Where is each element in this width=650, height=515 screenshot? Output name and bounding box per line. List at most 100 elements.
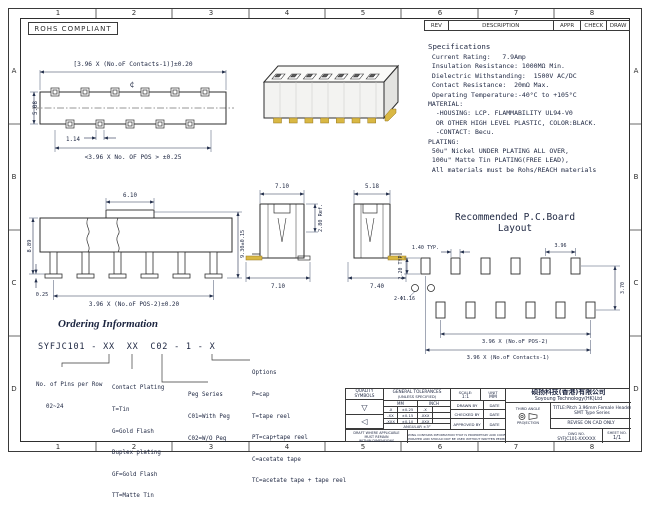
tol-row-digit-mm: .XX xyxy=(384,412,398,418)
ruler-col-top-3: 3 xyxy=(208,9,214,17)
isometric-view-drawing xyxy=(262,64,400,124)
pins-label: No. of Pins per Row xyxy=(36,382,103,389)
pcb-pads-top-row xyxy=(420,257,581,275)
ordering-leader-lines xyxy=(61,354,250,383)
ruler-col-bottom-6: 6 xyxy=(437,443,443,451)
company-name-en: Soyoung Technology(HK)Ltd xyxy=(534,396,603,402)
engineering-drawing-sheet: { "colors": {"pin_gold": "#d9b844", "lin… xyxy=(8,8,642,500)
dim-top-width: 5.18 xyxy=(365,184,379,190)
projection-cell: THIRD ANGLE PROJECTION xyxy=(506,403,551,429)
spec-line: PLATING: xyxy=(428,137,460,146)
ruler-col-bottom-7: 7 xyxy=(513,443,519,451)
peg-holes xyxy=(411,284,435,292)
dwg-no-value: SYFJC101-XXXXXX xyxy=(557,435,596,441)
scale-value: 1:1 xyxy=(461,394,470,400)
company-name-cn: 硕扬科技(香港)有限公司 xyxy=(531,389,606,396)
drawn-date-cell: DATE xyxy=(484,401,506,410)
ruler-row-left-d: D xyxy=(11,385,17,393)
peg-label: Peg Series xyxy=(188,392,223,399)
sheet-no-value: 1/1 xyxy=(612,435,622,441)
top-view-drawing: [3.96 X (No.oF Contacts-1)]±0.20 ₵ 5.08 … xyxy=(30,61,234,161)
dim-positions-span: <3.96 X No. OF POS > ±0.25 xyxy=(85,154,182,161)
pcb-pads-bottom-row xyxy=(435,301,596,319)
revise-note-cell: REVISE ON CAD ONLY xyxy=(551,419,631,429)
dim-ref-height: 2.80 Ref. xyxy=(318,204,324,232)
tol-row-digit-inch: .XXX xyxy=(418,412,433,418)
draft-note-cell: DRAFT WHERE APPLICABLE MUST REMAIN WITHI… xyxy=(346,429,408,443)
peg-option: C01=With Peg xyxy=(188,414,230,421)
projection-label-2: PROJECTION xyxy=(516,420,540,425)
ordering-title: Ordering Information xyxy=(58,318,158,330)
contact-slots xyxy=(271,73,380,80)
revision-table: REV DESCRIPTION APPR CHECK DRAW xyxy=(424,20,630,31)
dim-bottom-width: 7.40 xyxy=(370,284,384,290)
housing-3d-body xyxy=(262,64,400,120)
draft-note-2: MUST REMAIN xyxy=(364,434,389,439)
peg-option: C02=W/O Peg xyxy=(188,435,227,442)
spec-line: Contact Resistance: 20mΩ Max. xyxy=(428,81,550,90)
options-option: TC=acetate tape + tape reel xyxy=(252,478,347,485)
ruler-ticks xyxy=(8,8,642,452)
ruler-row-right-c: C xyxy=(633,279,639,287)
side-section-a-drawing: 7.10 2.80 Ref. 7.10 xyxy=(245,184,324,290)
ruler-row-right-a: A xyxy=(633,67,639,75)
ordering-plating-block: Contact Plating T=Tin G=Gold Flash Duple… xyxy=(112,371,164,515)
ruler-row-left-b: B xyxy=(11,173,17,181)
tolerance-angular: ANGULAR ±3° xyxy=(384,423,451,429)
title-block: QUALITY SYMBOLS ▽ ◁ GENERAL TOLERANCES (… xyxy=(345,388,631,443)
solder-pad-gold xyxy=(245,255,263,261)
tol-row-digit-inch: .X xyxy=(418,407,433,413)
options-option: C=acetate tape xyxy=(252,456,301,463)
plating-option: TT=Matte Tin xyxy=(112,493,154,500)
tol-row-value-mm: ±0.15 xyxy=(398,412,418,418)
dim-pad-width: 1.40 TYP. xyxy=(412,245,439,251)
dimension-lines xyxy=(405,250,617,352)
tolerances-header-1: GENERAL TOLERANCES xyxy=(392,389,442,394)
options-label: Options xyxy=(252,370,277,377)
spec-line: -HOUSING: LCP. FLAMMABILITY UL94-V0 xyxy=(428,109,573,118)
spec-line: Operating Temperature:-40°C to +105°C xyxy=(428,90,577,99)
dim-pad-pitch: 3.96 xyxy=(554,243,566,249)
checked-date-cell: DATE xyxy=(484,410,506,419)
spec-line: -CONTACT: Becu. xyxy=(428,128,495,137)
inspection-symbol-icon: ◁ xyxy=(361,417,368,426)
plating-option: G=Gold Flash xyxy=(112,428,154,435)
quality-symbols-header: QUALITY SYMBOLS xyxy=(346,389,384,400)
ruler-col-bottom-3: 3 xyxy=(208,443,214,451)
ordering-pins-block: No. of Pins per Row 02~24 xyxy=(36,368,102,426)
ordering-options-block: Options P=cap T=tape reel PT=cap+tape re… xyxy=(252,356,346,500)
rohs-label: ROHS COMPLIANT xyxy=(34,24,112,33)
approved-date-cell: DATE xyxy=(484,419,506,429)
dim-housing-depth: 5.08 xyxy=(33,101,39,115)
scale-label: SCALE: xyxy=(458,389,473,395)
housing-section-body xyxy=(353,203,402,259)
ordering-peg-block: Peg Series C01=With Peg C02=W/O Peg xyxy=(188,378,230,457)
dim-row-gap: 3.70 xyxy=(620,282,626,294)
dimension-lines xyxy=(31,200,240,298)
plating-option: GF=Gold Flash xyxy=(112,471,158,478)
dim-pad-height: 2.20 TYP. xyxy=(398,252,404,279)
company-cell: 硕扬科技(香港)有限公司 Soyoung Technology(HK)Ltd xyxy=(506,389,631,403)
rev-col-header: REV xyxy=(425,21,449,30)
approved-by-cell: APPROVED BY xyxy=(451,419,484,429)
side-section-b-drawing: 5.18 7.40 xyxy=(347,184,407,290)
sheet-inner-border xyxy=(20,18,630,442)
spec-line: MATERIAL: xyxy=(428,100,464,109)
tol-row-digit-mm: .X xyxy=(384,407,398,413)
specifications-title: Specifications xyxy=(428,42,491,51)
pcb-heading-line-2: Layout xyxy=(497,223,533,234)
draft-note-1: DRAFT WHERE APPLICABLE xyxy=(353,430,400,435)
quality-symbol-cell-1: ▽ xyxy=(346,400,384,415)
projection-label-1: THIRD ANGLE xyxy=(515,407,541,412)
plating-label: Contact Plating xyxy=(112,385,165,392)
dwg-no-label: DWG NO. xyxy=(568,431,585,436)
tol-row-value-inch xyxy=(433,412,451,418)
inspection-symbol-icon: ▽ xyxy=(361,402,368,412)
spec-line: 100u" Matte Tin PLATING(FREE LEAD), xyxy=(428,156,569,165)
ruler-col-top-6: 6 xyxy=(437,9,443,17)
ruler-col-bottom-4: 4 xyxy=(284,443,290,451)
draft-note-3: WITHIN DIMENSIONS xyxy=(358,438,395,443)
description-col-header: DESCRIPTION xyxy=(449,21,554,30)
tol-row-value-mm: ±0.25 xyxy=(398,407,418,413)
unit-cell: UNIT MM xyxy=(481,389,506,401)
